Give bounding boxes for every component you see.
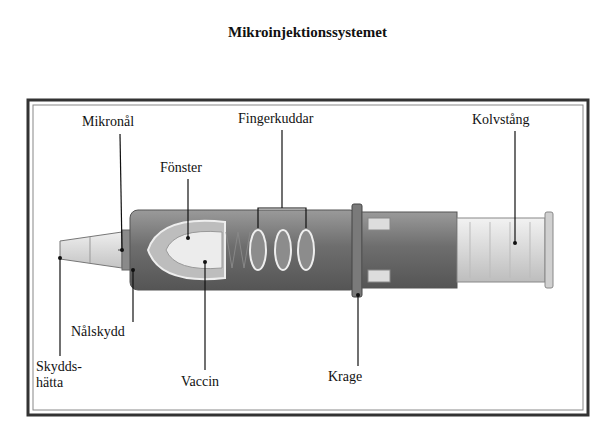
part-label: Fönster [160, 160, 202, 176]
part-label: Nålskydd [71, 324, 125, 340]
part-label: Krage [328, 369, 362, 385]
title: Mikroinjektionssystemet [0, 24, 615, 41]
part-label: Vaccin [181, 374, 219, 390]
part-label: Skydds- hätta [36, 359, 90, 391]
part-label: Mikronål [82, 114, 134, 130]
part-label: Kolvstång [472, 112, 530, 128]
part-label: Fingerkuddar [238, 111, 313, 127]
